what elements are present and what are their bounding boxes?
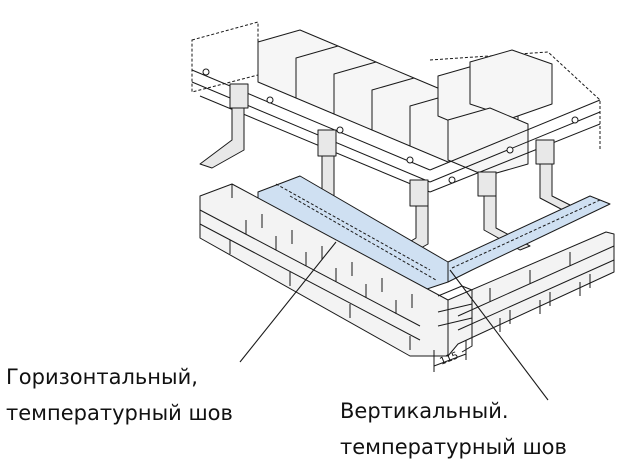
vertical-joint-caption-line-2: температурный шов — [340, 435, 567, 459]
vertical-joint-caption-line-1: Вертикальный. — [340, 399, 509, 423]
corner-bricks — [437, 285, 473, 353]
horizontal-joint-caption-line-1: Горизонтальный, — [6, 365, 198, 389]
vertical-joint-caption: Вертикальный. температурный шов — [340, 393, 567, 465]
horizontal-joint-caption: Горизонтальный, температурный шов — [6, 359, 233, 431]
rail-bolts — [202, 68, 579, 184]
joint-dashed-edges — [275, 183, 601, 281]
upper-blocks — [257, 29, 553, 177]
brick-wall-right — [447, 231, 615, 357]
brick-courses-left — [199, 184, 421, 350]
brick-courses-right — [457, 245, 615, 332]
horizontal-joint-caption-line-2: температурный шов — [6, 401, 233, 425]
dimension-marker — [433, 340, 467, 372]
leader-lines — [239, 241, 549, 401]
